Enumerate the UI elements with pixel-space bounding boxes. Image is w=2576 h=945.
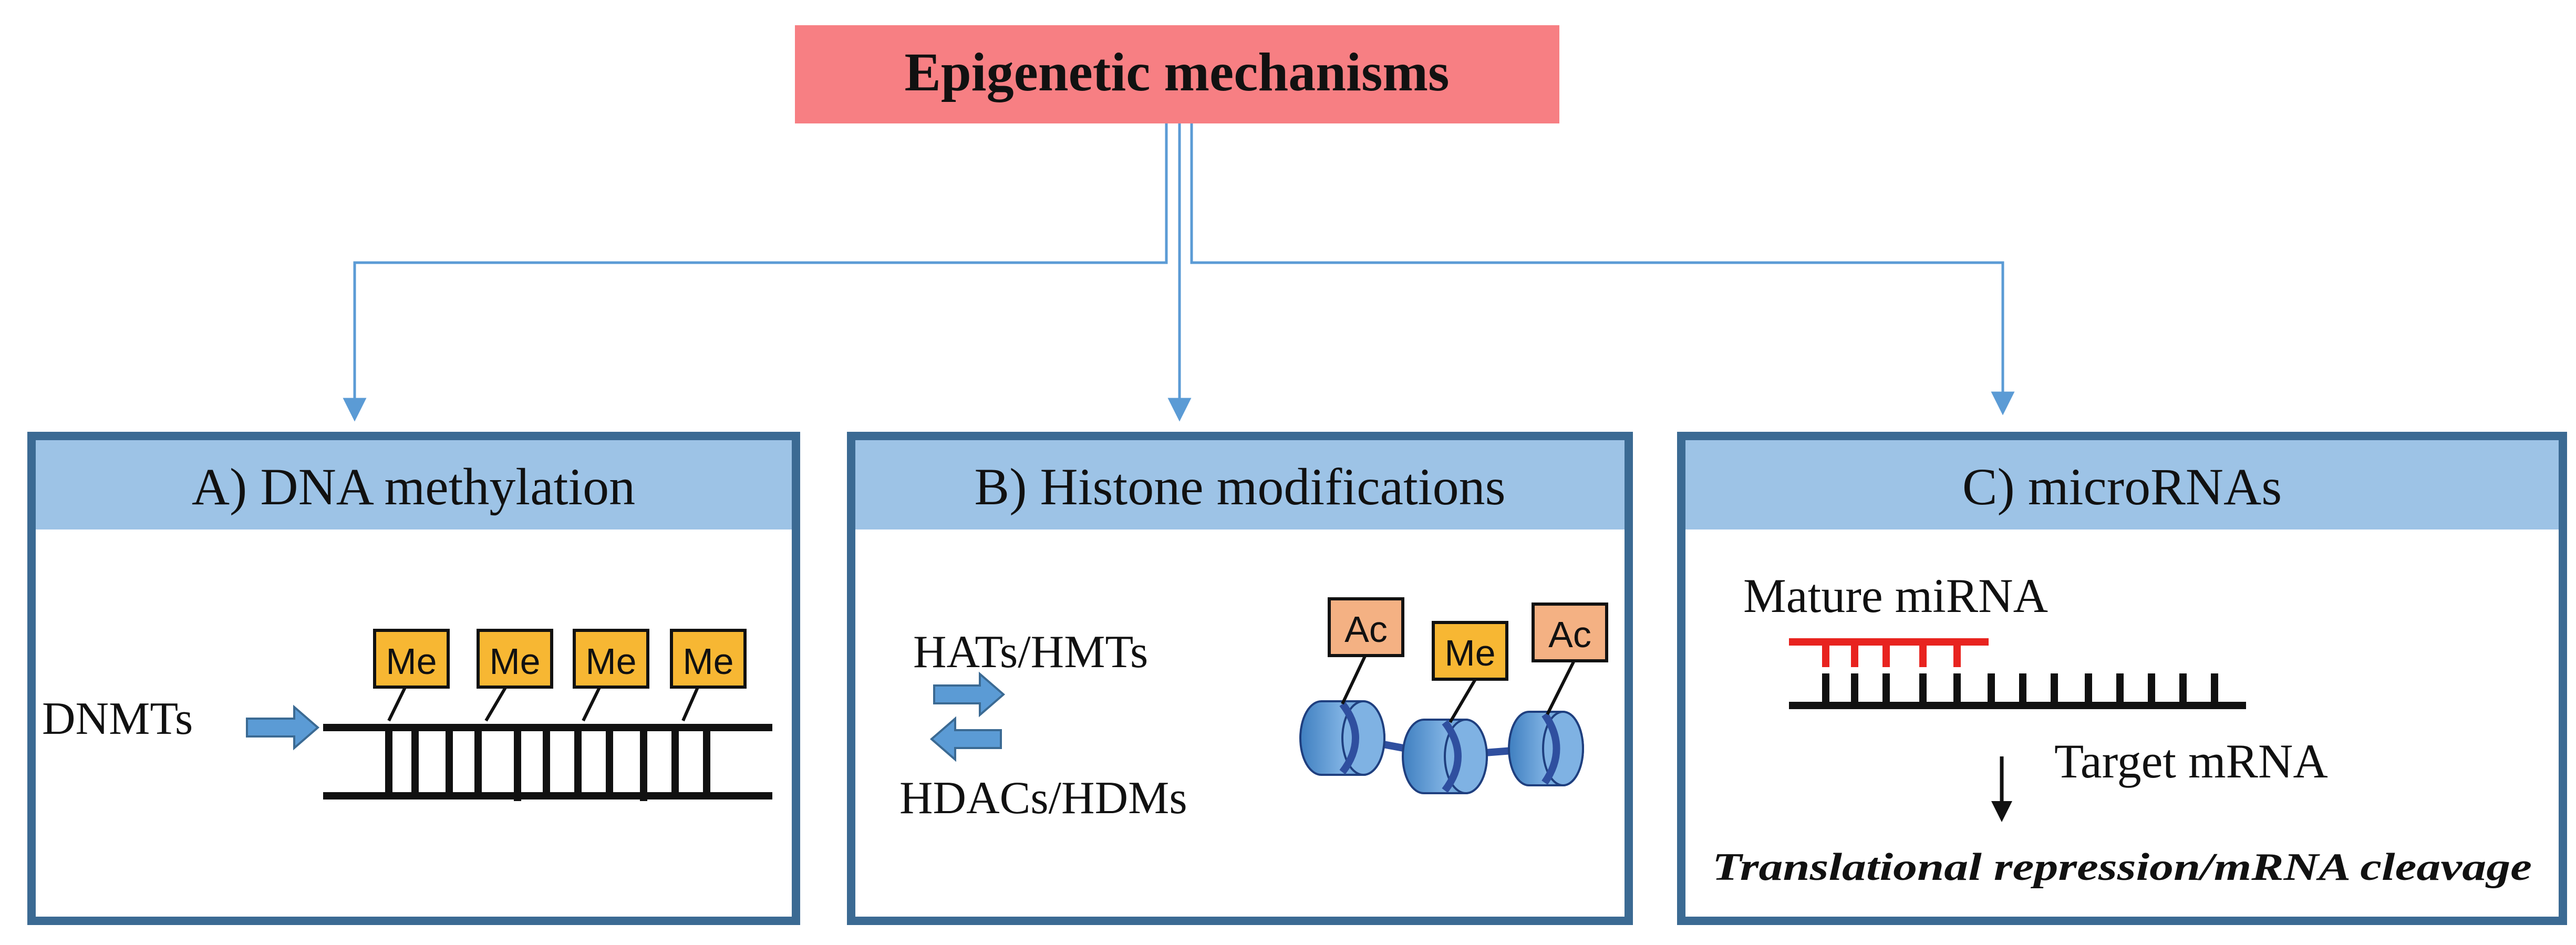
panel-c-header: C) microRNAs	[1962, 458, 2282, 516]
panel-dna-methylation: A) DNA methylation DNMTs Me	[27, 432, 800, 925]
methyl-tag-3: Me	[573, 629, 649, 722]
panel-b-header: B) Histone modifications	[975, 458, 1506, 516]
nucleosome-2-icon	[1402, 719, 1488, 794]
methyl-histone-tag-label: Me	[1444, 632, 1495, 673]
hdacs-hdms-label: HDACs/HDMs	[899, 773, 1187, 824]
connector-to-micrornas	[1190, 123, 2015, 416]
acetyl-tag-1: Ac	[1328, 597, 1404, 705]
methyl-tag-2-label: Me	[489, 641, 540, 682]
dnmts-label: DNMTs	[42, 693, 193, 744]
methyl-tag-3-label: Me	[585, 641, 636, 682]
hats-hmts-label: HATs/HMTs	[913, 627, 1148, 678]
connectors	[343, 123, 2015, 422]
reverse-arrow-icon	[929, 716, 1002, 762]
methyl-tag-4-label: Me	[682, 641, 733, 682]
methyl-histone-tag: Me	[1432, 621, 1508, 723]
acetyl-tag-2-label: Ac	[1548, 614, 1591, 655]
connector-to-dna-methylation	[343, 123, 1168, 422]
mature-mirna-label: Mature miRNA	[1743, 569, 2048, 622]
acetyl-tag-2: Ac	[1532, 603, 1608, 715]
outcome-label: Translational repression/mRNA cleavage	[1712, 846, 2532, 889]
mirna-strand-icon	[1789, 638, 1989, 667]
methyl-tag-2: Me	[477, 629, 553, 722]
forward-arrow-icon	[933, 671, 1006, 718]
panel-histone-modifications: B) Histone modifications HATs/HMTs HDACs…	[847, 432, 1633, 925]
methyl-tag-1-label: Me	[386, 641, 437, 682]
nucleosome-1-icon	[1299, 700, 1385, 776]
dna-double-strand-icon	[323, 724, 772, 801]
panel-micrornas: C) microRNAs Mature miRNA	[1677, 432, 2567, 925]
target-mrna-strand-icon	[1789, 673, 2246, 709]
acetyl-tag-1-label: Ac	[1344, 609, 1388, 650]
methyl-tag-1: Me	[373, 629, 450, 722]
methyl-tag-4: Me	[670, 629, 747, 722]
title-box: Epigenetic mechanisms	[795, 25, 1559, 123]
down-arrow-icon	[1991, 756, 2012, 822]
nucleosome-3-icon	[1508, 711, 1584, 786]
dnmts-arrow-icon	[246, 704, 320, 751]
target-mrna-label: Target mRNA	[2054, 734, 2328, 788]
panel-a-header: A) DNA methylation	[192, 458, 635, 516]
title-text: Epigenetic mechanisms	[904, 42, 1449, 102]
